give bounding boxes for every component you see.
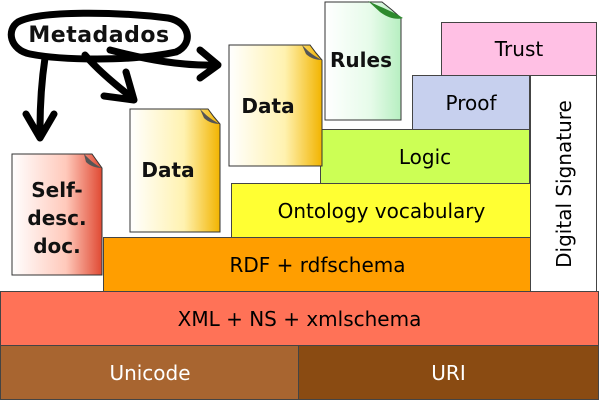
data-right-label: Data — [241, 94, 295, 118]
trust-layer: Trust — [441, 22, 597, 76]
self-label-line2: desc. — [27, 206, 87, 230]
ontology-layer: Ontology vocabulary — [231, 183, 532, 238]
metadados-label: Metadados — [28, 23, 170, 48]
arrow-to-data-right-icon — [106, 46, 222, 82]
proof-label: Proof — [445, 90, 497, 115]
self-label-line3: doc. — [33, 234, 81, 258]
xml-label: XML + NS + xmlschema — [177, 306, 422, 331]
logic-label: Logic — [398, 144, 452, 169]
rules-doc-icon — [324, 1, 403, 121]
ontology-label: Ontology vocabulary — [277, 198, 486, 223]
self-described-doc-icon — [11, 153, 103, 276]
self-described-doc-label: Self- desc. doc. — [12, 176, 102, 260]
arrow-to-data-left-icon — [81, 51, 138, 104]
uri-label: URI — [431, 360, 466, 385]
proof-layer: Proof — [412, 75, 530, 130]
rules-label: Rules — [330, 48, 392, 72]
unicode-label: Unicode — [109, 360, 191, 385]
digital-signature-layer: Digital Signature — [530, 75, 597, 292]
logic-layer: Logic — [320, 129, 530, 184]
rdf-layer: RDF + rdfschema — [103, 237, 532, 292]
self-label-line1: Self- — [31, 178, 83, 202]
trust-label: Trust — [494, 37, 544, 61]
metadados-bubble — [7, 9, 191, 63]
arrow-to-self-doc-icon — [22, 54, 58, 142]
rdf-label: RDF + rdfschema — [229, 252, 406, 277]
data-left-label: Data — [141, 158, 195, 182]
xml-layer: XML + NS + xmlschema — [0, 291, 599, 346]
unicode-layer: Unicode — [0, 345, 300, 400]
data-doc-left-icon — [129, 108, 221, 233]
data-doc-right-icon — [228, 44, 323, 167]
